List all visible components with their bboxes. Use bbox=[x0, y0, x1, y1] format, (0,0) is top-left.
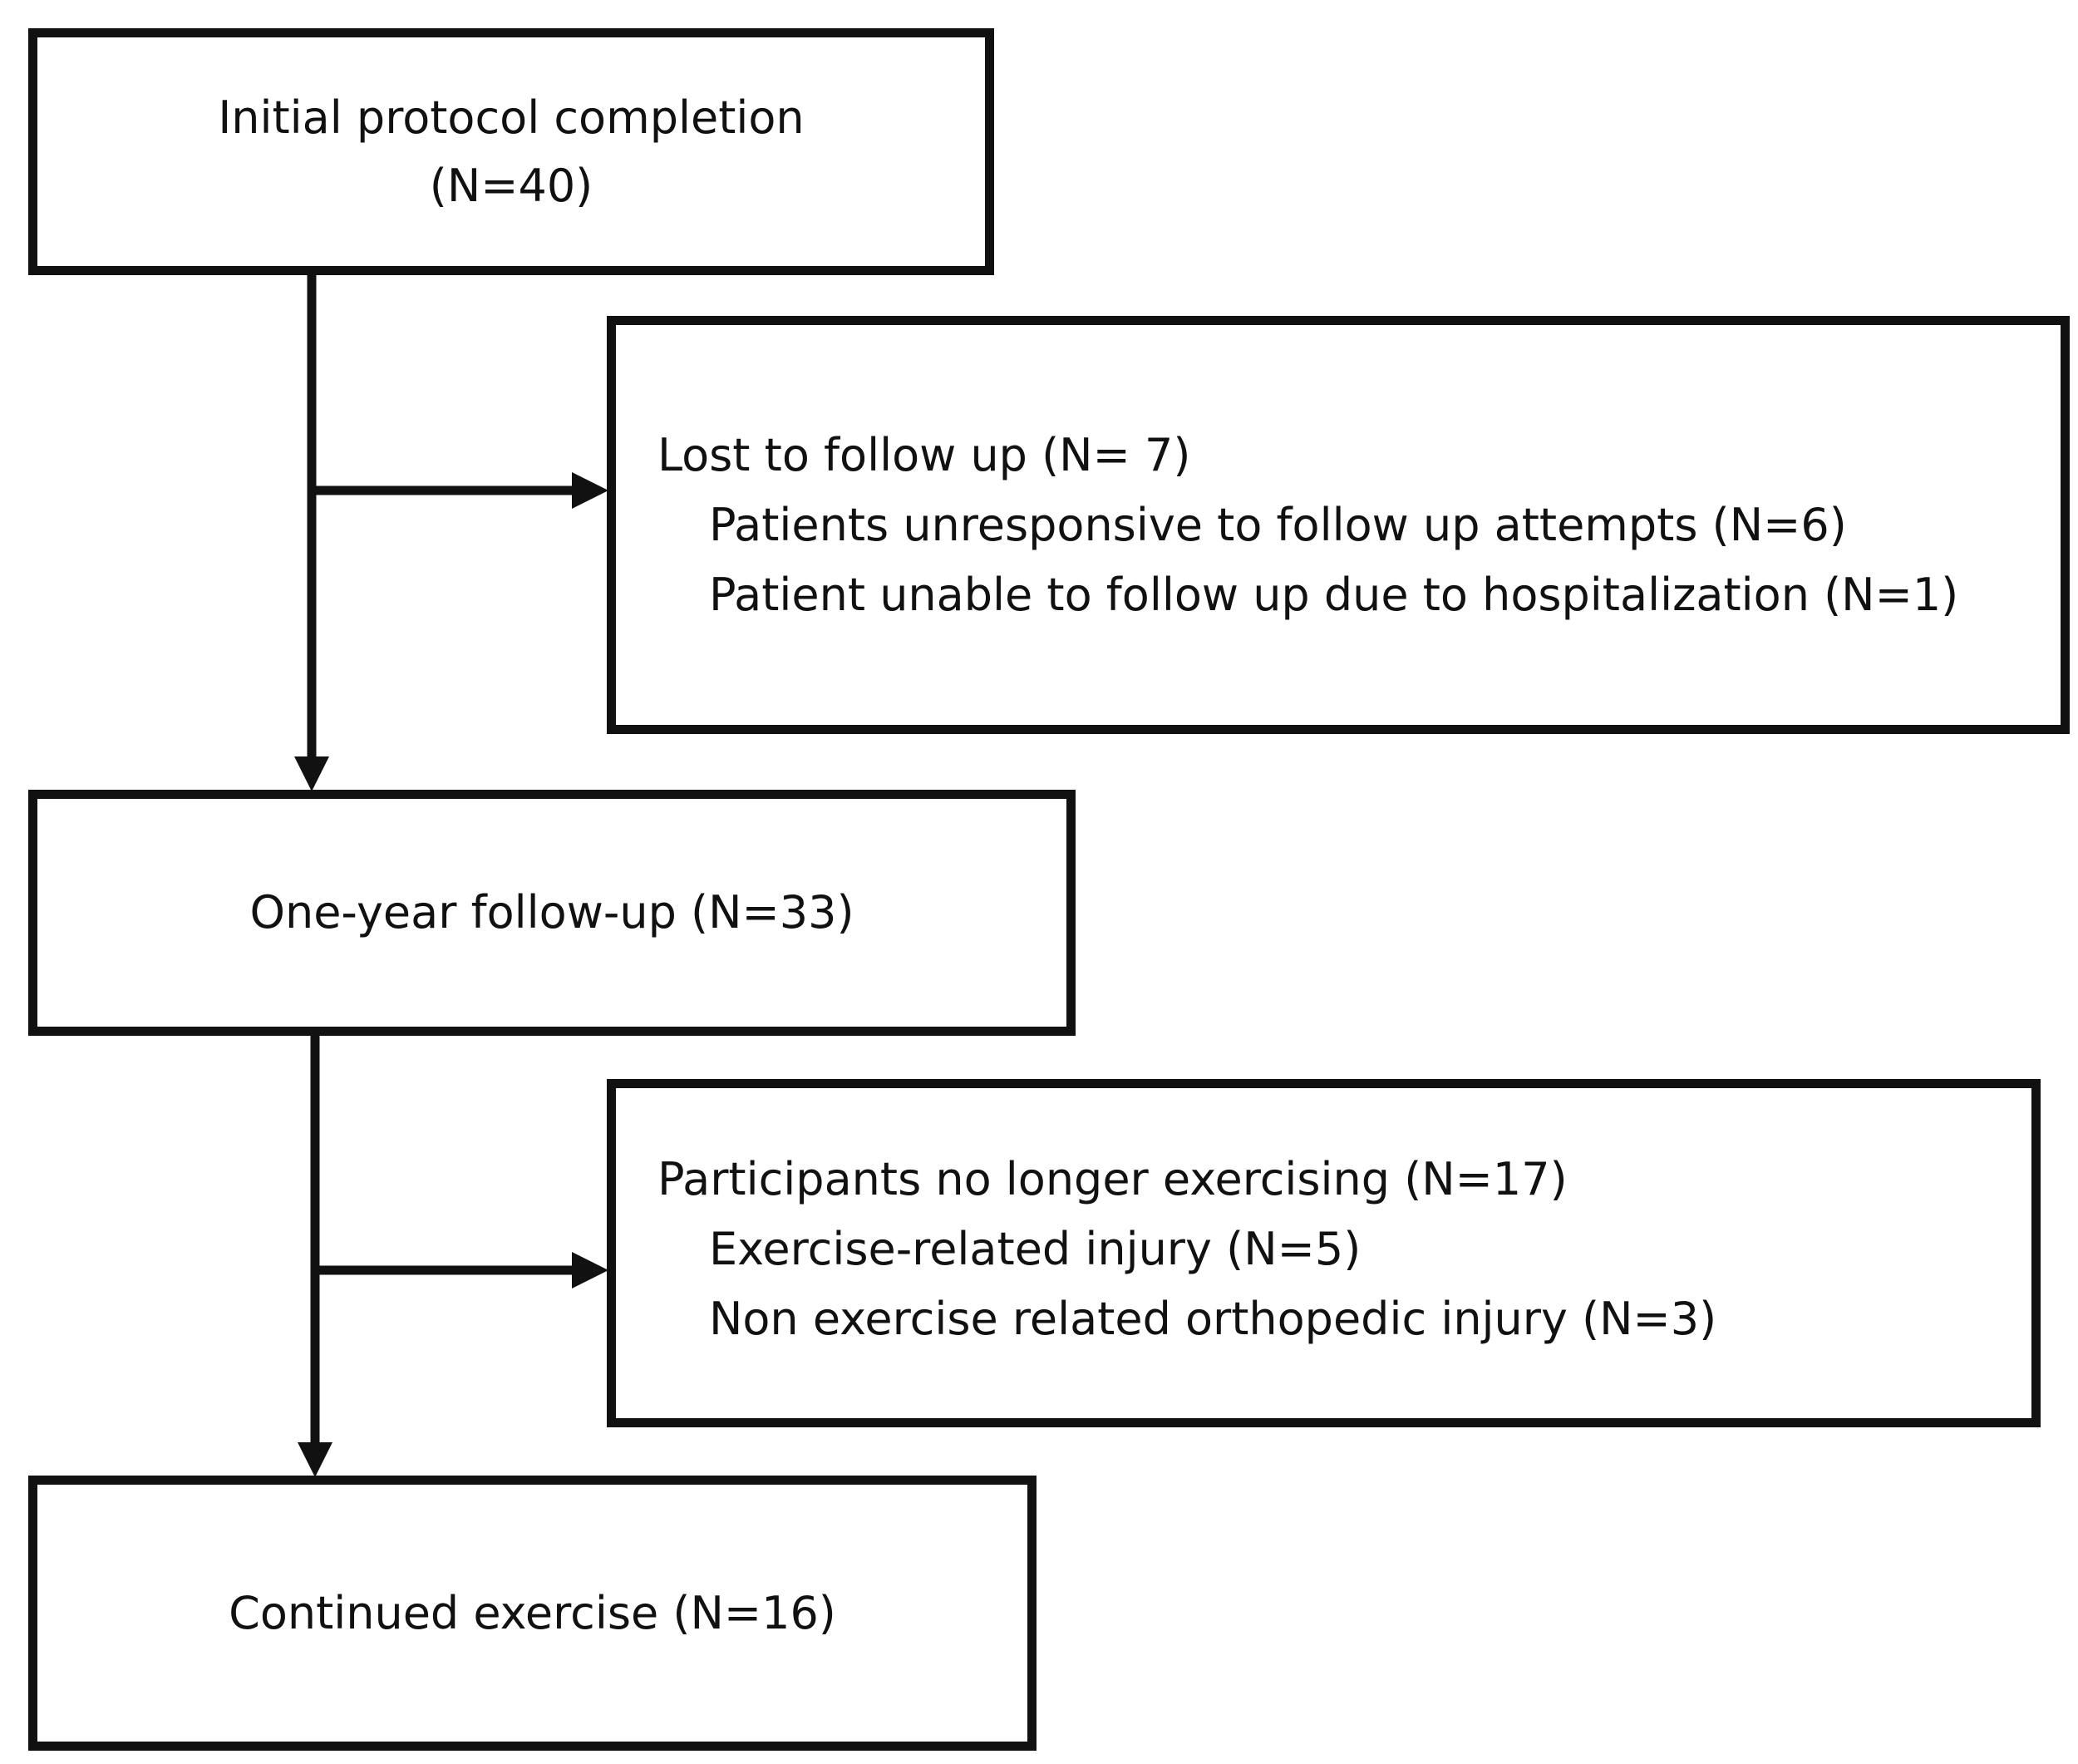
no-longer-exercising-title: Participants no longer exercising (N=17) bbox=[657, 1152, 1568, 1205]
initial-protocol-count: (N=40) bbox=[429, 159, 593, 212]
arrowhead-to-continued bbox=[298, 1442, 332, 1477]
lost-to-follow-up-group: Lost to follow up (N= 7) Patients unresp… bbox=[657, 421, 2061, 630]
arrowhead-to-lost bbox=[572, 472, 608, 509]
continued-exercise-box: Continued exercise (N=16) bbox=[28, 1476, 1037, 1751]
reason-orthopedic-injury: Non exercise related orthopedic injury (… bbox=[709, 1292, 1717, 1345]
no-longer-exercising-box: Participants no longer exercising (N=17)… bbox=[607, 1079, 2041, 1427]
reason-exercise-injury: Exercise-related injury (N=5) bbox=[709, 1222, 1362, 1275]
one-year-follow-up-label: One-year follow-up (N=33) bbox=[249, 886, 854, 939]
continued-exercise-label: Continued exercise (N=16) bbox=[229, 1586, 836, 1639]
no-longer-exercising-group: Participants no longer exercising (N=17)… bbox=[657, 1145, 2031, 1354]
lost-reason-hospitalization: Patient unable to follow up due to hospi… bbox=[709, 568, 1959, 621]
one-year-follow-up-box: One-year follow-up (N=33) bbox=[28, 790, 1076, 1036]
lost-to-follow-up-box: Lost to follow up (N= 7) Patients unresp… bbox=[607, 316, 2070, 734]
arrowhead-to-no-longer bbox=[572, 1252, 608, 1289]
initial-protocol-box: Initial protocol completion (N=40) bbox=[28, 28, 994, 275]
lost-reason-unresponsive: Patients unresponsive to follow up attem… bbox=[709, 498, 1847, 551]
arrowhead-to-oneyear bbox=[294, 756, 329, 791]
initial-protocol-label: Initial protocol completion bbox=[218, 91, 805, 144]
lost-to-follow-up-title: Lost to follow up (N= 7) bbox=[657, 428, 1191, 481]
